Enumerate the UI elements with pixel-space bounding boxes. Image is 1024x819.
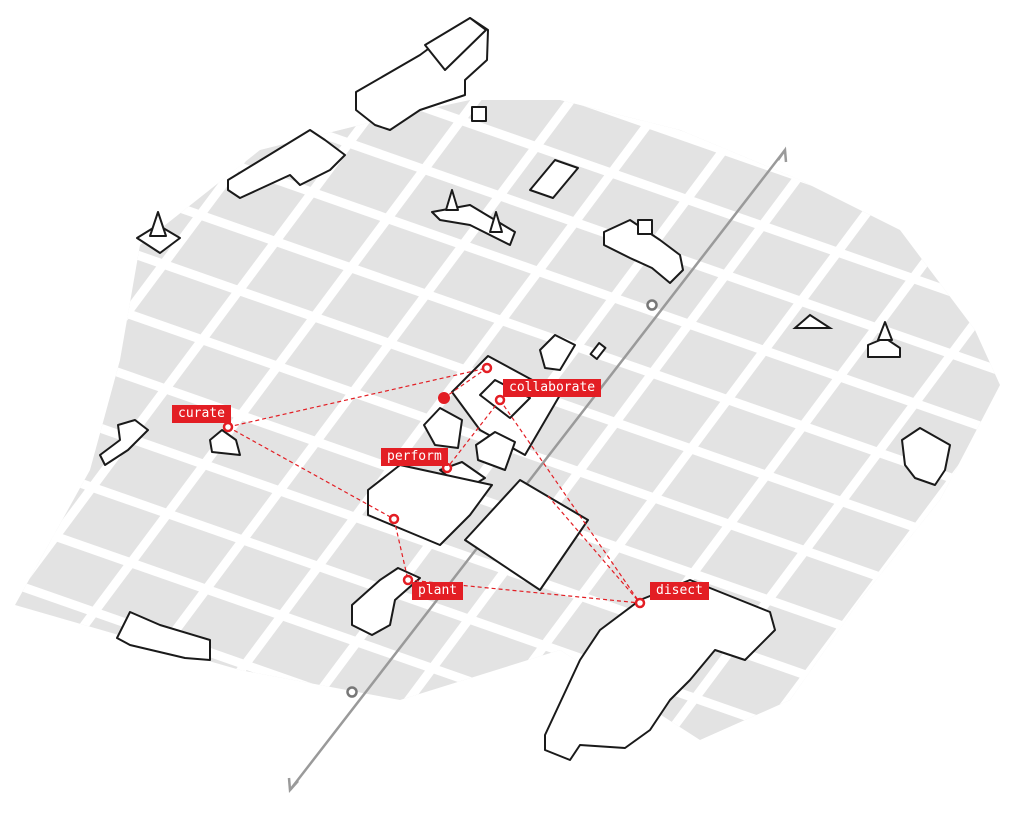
label-disect[interactable]: disect [650, 582, 709, 600]
building [471, 106, 487, 122]
building [99, 419, 149, 466]
node-marker-plant [402, 574, 414, 586]
tram-vehicle [589, 342, 607, 360]
node-markers [222, 362, 646, 609]
street [115, 100, 1000, 322]
label-collaborate[interactable]: collaborate [503, 379, 602, 397]
location-dot [438, 392, 450, 404]
building [209, 429, 241, 456]
building [227, 129, 346, 199]
building [424, 17, 487, 71]
buildings [99, 17, 951, 761]
building [637, 219, 653, 235]
building [136, 224, 181, 254]
building-disect [544, 579, 776, 761]
label-plant[interactable]: plant [412, 582, 464, 600]
transit-stop[interactable] [646, 299, 658, 311]
building [489, 211, 503, 233]
label-curate[interactable]: curate [172, 405, 231, 423]
node-marker [388, 513, 400, 525]
arrow-south-icon [287, 777, 299, 794]
node-marker-curate [222, 421, 234, 433]
building [431, 204, 516, 246]
street [15, 100, 555, 740]
transit-line [289, 149, 786, 791]
building [475, 431, 516, 471]
building [529, 159, 579, 199]
building-plant [351, 567, 421, 636]
label-perform[interactable]: perform [381, 448, 448, 466]
building [539, 334, 576, 371]
building [445, 189, 459, 211]
transit-stop[interactable] [346, 686, 358, 698]
building [792, 313, 834, 329]
street [15, 698, 333, 740]
node-marker [481, 362, 493, 374]
arrow-north-icon [776, 146, 788, 163]
node-marker-disect [634, 597, 646, 609]
street [0, 765, 154, 819]
street [985, 767, 1024, 819]
building [901, 427, 951, 486]
building [877, 321, 893, 341]
building [149, 211, 167, 237]
building [116, 611, 211, 661]
street [886, 636, 1000, 740]
node-marker-collaborate [494, 394, 506, 406]
street [15, 100, 1000, 384]
building [423, 407, 463, 449]
street [15, 100, 175, 232]
street [15, 100, 80, 104]
